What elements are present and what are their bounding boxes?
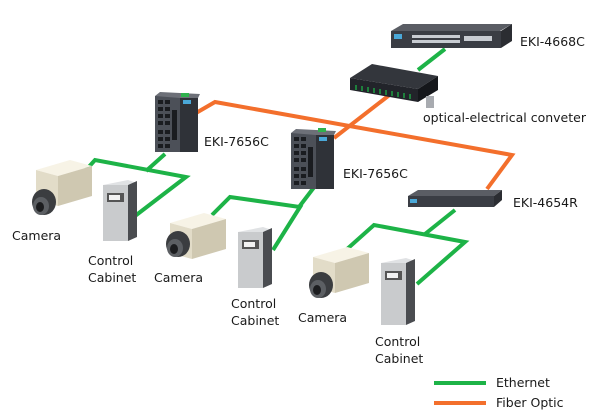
label-eki-7656c-2: EKI-7656C (343, 166, 408, 181)
legend-ethernet-label: Ethernet (496, 375, 550, 390)
cabinet-device-3[interactable] (381, 258, 415, 325)
label-cabinet-1-line2: Cabinet (88, 270, 137, 285)
label-cabinet-3-line2: Cabinet (375, 351, 424, 366)
ethernet-links (84, 47, 470, 286)
label-cabinet-3: Control Cabinet (375, 333, 423, 367)
converter-device[interactable] (350, 64, 438, 108)
label-converter: optical-electrical conveter (423, 110, 586, 125)
fiber-switch2-converter (332, 91, 394, 140)
label-eki-7656c-1: EKI-7656C (204, 134, 269, 149)
eth-drop-2 (297, 184, 317, 209)
fiber-ring (194, 99, 516, 191)
eth-branch-3 (344, 222, 470, 286)
label-eki-4668c: EKI-4668C (520, 34, 585, 49)
camera-device-3[interactable] (309, 247, 369, 298)
camera-device-2[interactable] (166, 213, 226, 259)
label-cabinet-3-line1: Control (375, 334, 421, 349)
label-camera-1: Camera (12, 228, 62, 243)
fiber-links (194, 91, 516, 191)
eth-drop-1 (144, 152, 167, 173)
legend-fiber-label: Fiber Optic (496, 395, 564, 410)
eth-4668-converter (416, 47, 447, 72)
eth-drop-3 (423, 208, 457, 236)
label-cabinet-2: Control Cabinet (231, 295, 279, 329)
cabinet-device-2[interactable] (238, 227, 272, 288)
eki-7656c-device-2[interactable] (291, 128, 336, 189)
label-cabinet-2-line1: Control (231, 296, 277, 311)
label-cabinet-1: Control Cabinet (88, 252, 136, 286)
camera-device-1[interactable] (32, 160, 92, 215)
label-camera-3: Camera (298, 310, 348, 325)
label-camera-2: Camera (154, 270, 204, 285)
eki-4668c-device[interactable] (391, 24, 512, 48)
label-eki-4654r: EKI-4654R (513, 195, 578, 210)
label-cabinet-2-line2: Cabinet (231, 313, 280, 328)
eth-branch-2 (210, 194, 304, 252)
eki-4654r-device[interactable] (408, 190, 502, 207)
cabinet-device-1[interactable] (103, 180, 137, 241)
eth-branch-1 (84, 157, 191, 218)
label-cabinet-1-line1: Control (88, 253, 134, 268)
eki-7656c-device-1[interactable] (155, 92, 200, 152)
